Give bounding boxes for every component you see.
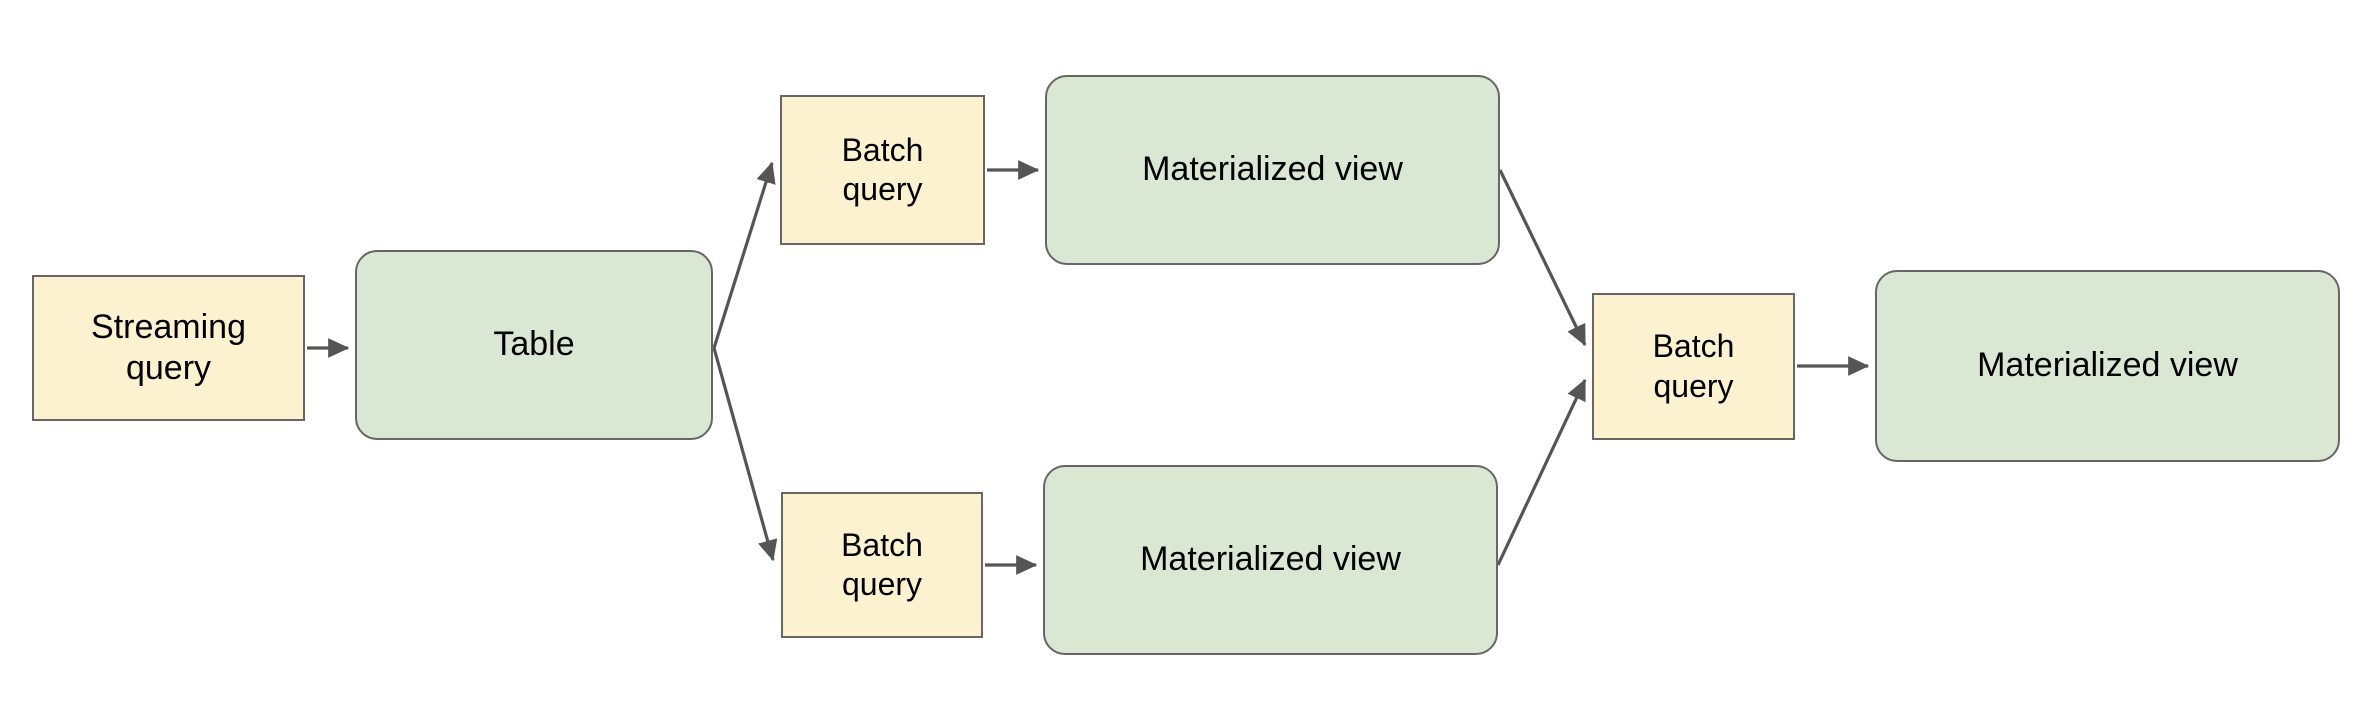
node-materialized-view-bottom[interactable]: Materialized view <box>1043 465 1498 655</box>
edge-materialized-view-bottom-to-batch-query-merge <box>1496 378 1587 566</box>
node-materialized-view-top[interactable]: Materialized view <box>1045 75 1500 265</box>
node-batch-query-top[interactable]: Batch query <box>780 95 985 245</box>
node-batch-query-merge[interactable]: Batch query <box>1592 293 1795 440</box>
node-materialized-view-right-label: Materialized view <box>1977 346 2238 385</box>
node-batch-query-top-label: Batch query <box>841 131 924 207</box>
node-batch-query-bottom-label: Batch query <box>841 526 923 602</box>
node-materialized-view-top-label: Materialized view <box>1142 150 1403 189</box>
node-batch-query-bottom[interactable]: Batch query <box>781 492 983 638</box>
node-table[interactable]: Table <box>355 250 713 440</box>
node-materialized-view-right[interactable]: Materialized view <box>1875 270 2340 462</box>
edge-table-to-batch-query-bottom <box>712 347 778 562</box>
node-materialized-view-bottom-label: Materialized view <box>1140 540 1401 579</box>
edge-materialized-view-top-to-batch-query-merge <box>1498 169 1587 347</box>
node-table-label: Table <box>493 325 575 364</box>
node-streaming-query[interactable]: Streaming query <box>32 275 305 421</box>
node-batch-query-merge-label: Batch query <box>1652 328 1735 404</box>
edge-table-to-batch-query-top <box>712 161 776 349</box>
node-streaming-query-label: Streaming query <box>91 307 246 387</box>
